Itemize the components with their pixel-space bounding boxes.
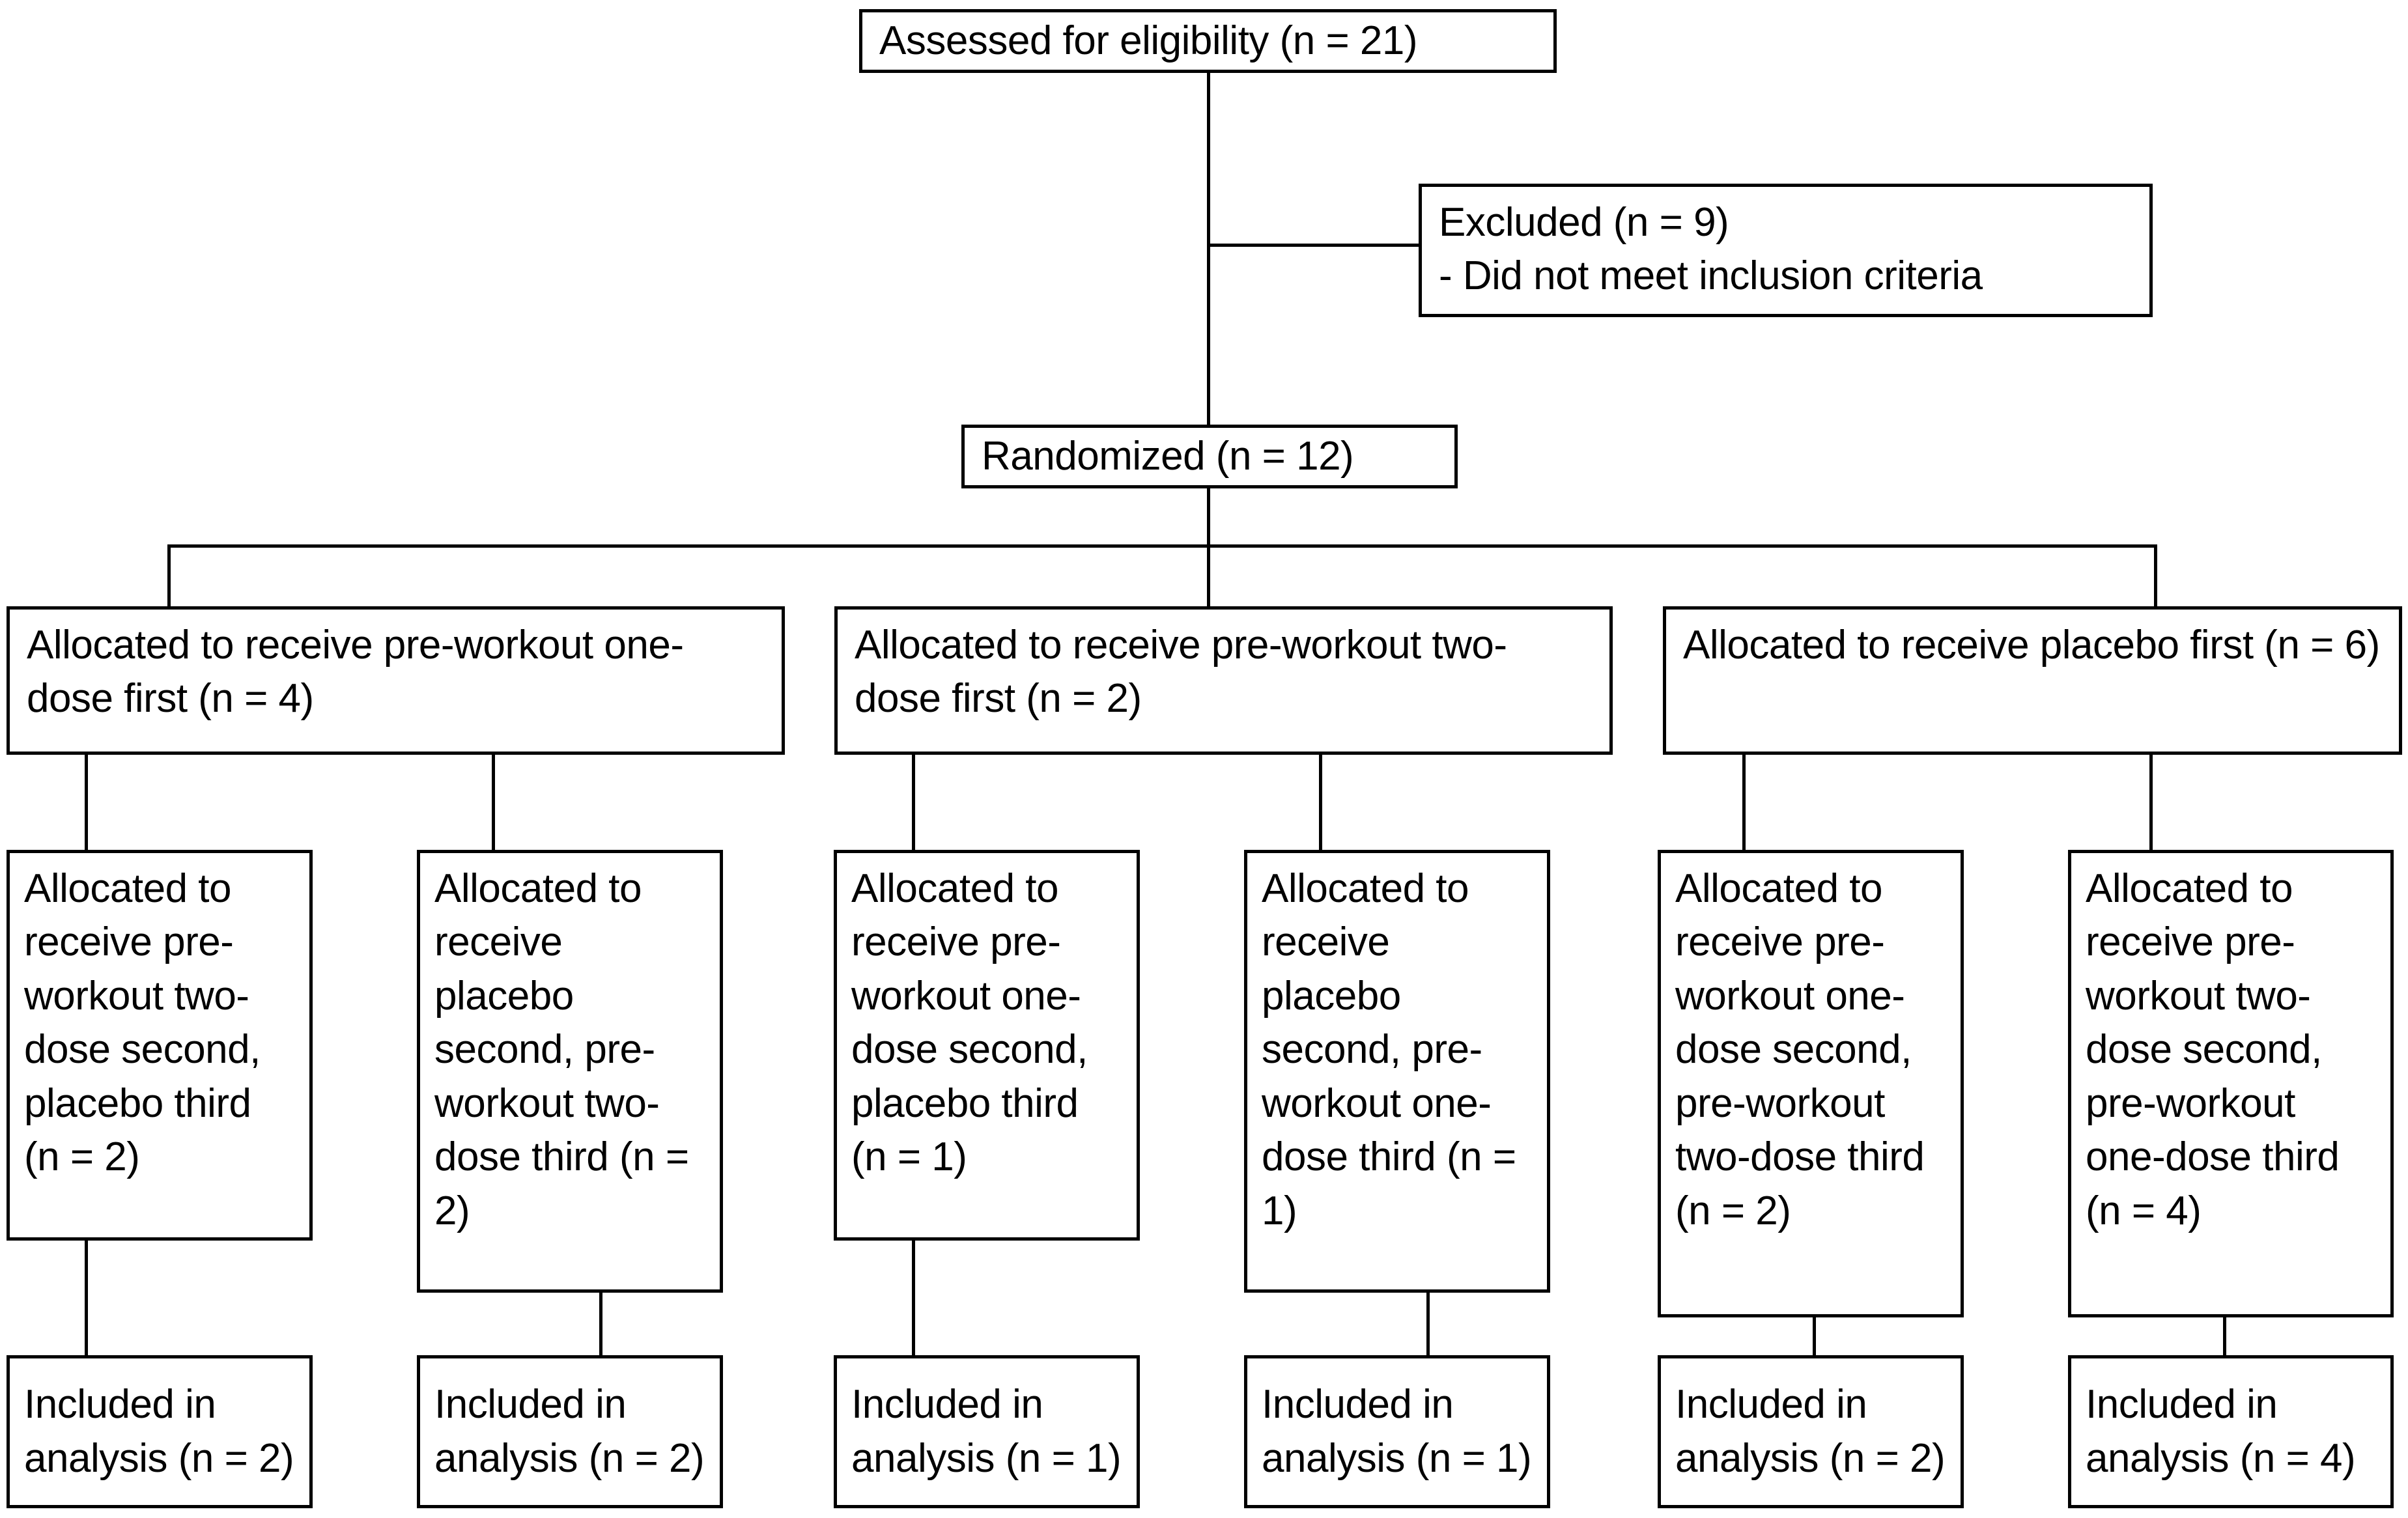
sequence-box-3: Allocated to receive pre-workout one-dos… [834,850,1140,1241]
connector-alloc1-to-seq2 [492,755,495,852]
connector-seq1-to-analysis1 [85,1241,88,1358]
analysis-box-4-label: Included in analysis (n = 1) [1262,1382,1532,1481]
sequence-box-4: Allocated to receive placebo second, pre… [1244,850,1550,1293]
analysis-box-1-label: Included in analysis (n = 2) [24,1382,294,1481]
sequence-box-6: Allocated to receive pre-workout two-dos… [2068,850,2394,1317]
analysis-box-2: Included in analysis (n = 2) [417,1355,723,1508]
node-excluded: Excluded (n = 9) - Did not meet inclusio… [1419,184,2153,317]
sequence-box-6-label: Allocated to receive pre-workout two-dos… [2086,866,2351,1233]
sequence-box-5: Allocated to receive pre-workout one-dos… [1658,850,1964,1317]
analysis-box-2-label: Included in analysis (n = 2) [434,1382,705,1481]
connector-randomized-trunk [1207,488,1210,546]
connector-alloc2-to-seq4 [1319,755,1322,852]
connector-bus-to-alloc-3 [2154,544,2157,610]
analysis-box-1: Included in analysis (n = 2) [7,1355,313,1508]
connector-seq6-to-analysis6 [2223,1317,2226,1358]
analysis-box-5-label: Included in analysis (n = 2) [1675,1382,1946,1481]
connector-seq5-to-analysis5 [1813,1317,1816,1358]
node-assessed-label: Assessed for eligibility (n = 21) [879,18,1418,63]
allocation-box-1-label: Allocated to receive pre-workout one-dos… [27,623,684,722]
allocation-box-1: Allocated to receive pre-workout one-dos… [7,606,785,755]
analysis-box-3-label: Included in analysis (n = 1) [851,1382,1122,1481]
allocation-box-2-label: Allocated to receive pre-workout two-dos… [855,623,1507,722]
connector-trunk-to-excluded [1207,244,1421,247]
sequence-box-2: Allocated to receive placebo second, pre… [417,850,723,1293]
connector-bus-to-alloc-1 [167,544,171,610]
sequence-box-3-label: Allocated to receive pre-workout one-dos… [851,866,1099,1180]
sequence-box-5-label: Allocated to receive pre-workout one-dos… [1675,866,1936,1233]
analysis-box-3: Included in analysis (n = 1) [834,1355,1140,1508]
connector-seq3-to-analysis3 [912,1241,915,1358]
connector-seq2-to-analysis2 [599,1293,602,1358]
connector-alloc3-to-seq6 [2149,755,2153,852]
allocation-box-3-label: Allocated to receive placebo first (n = … [1683,623,2380,668]
allocation-box-3: Allocated to receive placebo first (n = … [1663,606,2402,755]
connector-alloc1-to-seq1 [85,755,88,852]
sequence-box-1-label: Allocated to receive pre-workout two-dos… [24,866,272,1180]
analysis-box-6: Included in analysis (n = 4) [2068,1355,2394,1508]
connector-assessed-to-randomized [1207,73,1210,425]
connector-allocation-bus [167,544,2157,548]
allocation-box-2: Allocated to receive pre-workout two-dos… [834,606,1613,755]
connector-alloc3-to-seq5 [1742,755,1746,852]
analysis-box-6-label: Included in analysis (n = 4) [2086,1382,2356,1481]
sequence-box-4-label: Allocated to receive placebo second, pre… [1262,866,1527,1233]
node-excluded-label: Excluded (n = 9) - Did not meet inclusio… [1439,200,1983,299]
analysis-box-5: Included in analysis (n = 2) [1658,1355,1964,1508]
sequence-box-2-label: Allocated to receive placebo second, pre… [434,866,700,1233]
sequence-box-1: Allocated to receive pre-workout two-dos… [7,850,313,1241]
node-randomized-label: Randomized (n = 12) [982,433,1354,479]
node-randomized: Randomized (n = 12) [961,425,1458,488]
analysis-box-4: Included in analysis (n = 1) [1244,1355,1550,1508]
connector-alloc2-to-seq3 [912,755,915,852]
node-assessed-for-eligibility: Assessed for eligibility (n = 21) [859,9,1557,73]
connector-bus-to-alloc-2 [1207,544,1210,610]
connector-seq4-to-analysis4 [1426,1293,1430,1358]
